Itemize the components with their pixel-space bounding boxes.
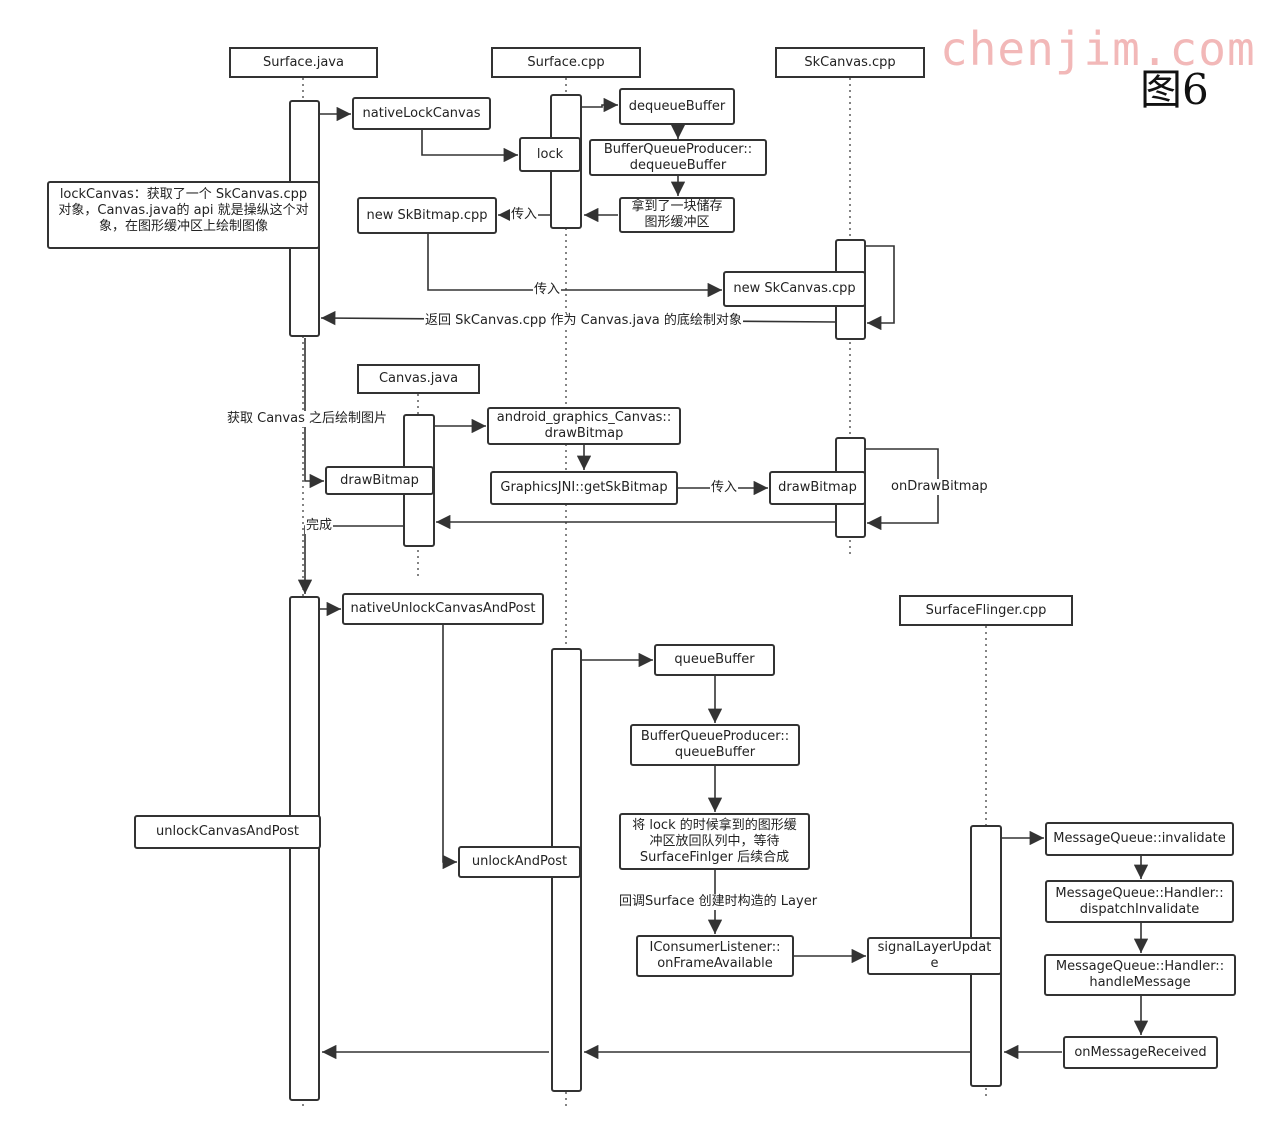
node-native-lock-canvas: nativeLockCanvas [352, 97, 491, 130]
figure-label: 图6 [1140, 65, 1209, 114]
node-queue-buffer: queueBuffer [654, 644, 775, 676]
node-iconsumer-on-frame-available: IConsumerListener:: onFrameAvailable [636, 935, 794, 977]
node-new-skcanvas: new SkCanvas.cpp [723, 271, 866, 307]
label-pass-in-2: 传入 [533, 282, 562, 298]
node-graphicsjni-get-skbitmap: GraphicsJNI::getSkBitmap [490, 471, 678, 505]
node-unlock-canvas-and-post: unlockCanvasAndPost [134, 815, 321, 849]
node-lock: lock [519, 137, 581, 172]
label-done: 完成 [305, 518, 334, 534]
node-draw-bitmap-canvas: drawBitmap [325, 466, 434, 495]
note-lock-canvas: lockCanvas：获取了一个 SkCanvas.cpp 对象，Canvas.… [47, 181, 320, 249]
lifeline-header-canvas-java: Canvas.java [357, 364, 480, 394]
node-native-unlock-canvas-and-post: nativeUnlockCanvasAndPost [342, 593, 544, 625]
label-callback-layer: 回调Surface 创建时构造的 Layer [618, 894, 819, 910]
lifeline-header-skcanvas-cpp: SkCanvas.cpp [775, 47, 925, 78]
node-bqp-dequeue-buffer: BufferQueueProducer:: dequeueBuffer [589, 139, 767, 176]
label-pass-in-3: 传入 [710, 480, 739, 496]
node-mq-invalidate: MessageQueue::invalidate [1045, 822, 1234, 856]
node-return-buffer-note: 将 lock 的时候拿到的图形缓 冲区放回队列中，等待 SurfaceFinlg… [619, 813, 810, 870]
watermark: chenjim.com [940, 22, 1256, 76]
node-on-message-received: onMessageReceived [1063, 1036, 1218, 1069]
node-mq-handler-dispatch-invalidate: MessageQueue::Handler:: dispatchInvalida… [1045, 880, 1234, 923]
node-bqp-queue-buffer: BufferQueueProducer:: queueBuffer [630, 724, 800, 766]
node-signal-layer-update: signalLayerUpdat e [867, 937, 1002, 975]
lifeline-header-surfaceflinger-cpp: SurfaceFlinger.cpp [899, 595, 1073, 626]
node-mq-handler-handle-message: MessageQueue::Handler:: handleMessage [1044, 954, 1236, 996]
node-agc-draw-bitmap: android_graphics_Canvas:: drawBitmap [487, 407, 681, 445]
lifeline-header-surface-cpp: Surface.cpp [491, 47, 641, 78]
node-got-buffer: 拿到了一块储存 图形缓冲区 [619, 197, 735, 233]
lifeline-header-surface-java: Surface.java [229, 47, 378, 78]
node-new-skbitmap: new SkBitmap.cpp [357, 197, 497, 234]
node-unlock-and-post: unlockAndPost [458, 846, 581, 878]
label-return-skcanvas: 返回 SkCanvas.cpp 作为 Canvas.java 的底绘制对象 [424, 313, 743, 329]
label-on-draw-bitmap: onDrawBitmap [890, 479, 989, 495]
node-dequeue-buffer: dequeueBuffer [619, 88, 735, 125]
node-draw-bitmap-sk: drawBitmap [769, 471, 866, 505]
label-after-get-canvas: 获取 Canvas 之后绘制图片 [226, 411, 388, 427]
label-pass-in-1: 传入 [510, 207, 539, 223]
